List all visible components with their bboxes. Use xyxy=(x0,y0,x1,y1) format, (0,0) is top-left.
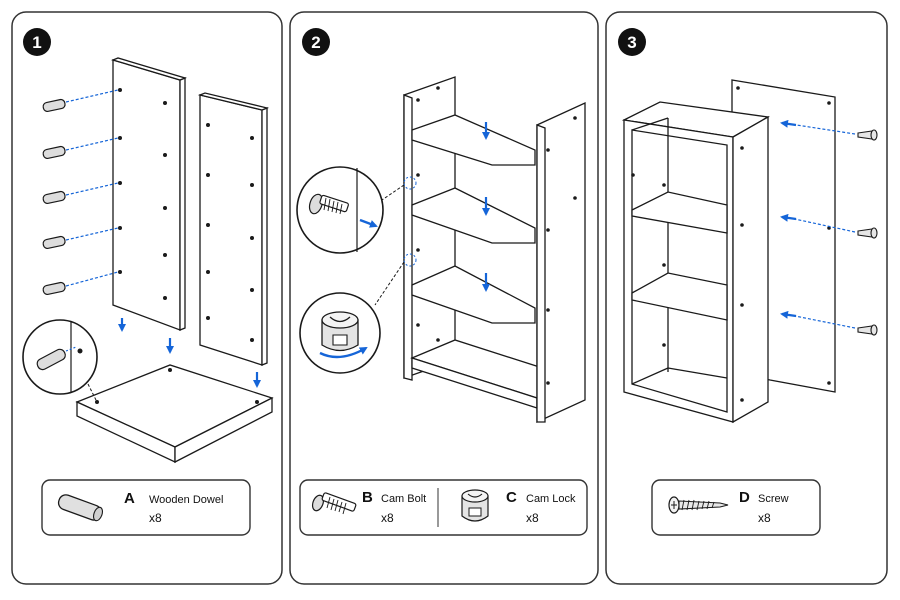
part-a-name: Wooden Dowel xyxy=(149,494,223,506)
step-1-badge: 1 xyxy=(23,28,51,56)
part-d-name: Screw xyxy=(758,493,789,505)
part-d-qty: x8 xyxy=(758,511,771,525)
bookcase-frame-step-3 xyxy=(621,101,770,424)
step-3-badge: 3 xyxy=(618,28,646,56)
bookcase-holes-step-3 xyxy=(631,146,744,402)
parts-box-d: D Screw x8 xyxy=(651,479,821,536)
step-1-number: 1 xyxy=(32,33,41,52)
cam-lock-icon xyxy=(461,489,489,522)
part-a-qty: x8 xyxy=(149,511,162,525)
side-panel-right-holes xyxy=(206,123,254,342)
cam-lock-detail xyxy=(299,292,381,374)
part-b-letter: B xyxy=(362,489,373,506)
parts-box-a: A Wooden Dowel x8 xyxy=(41,479,251,536)
side-panel-left-holes xyxy=(118,88,167,300)
step-3-panel: 3 xyxy=(605,11,888,585)
step-2-panel: 2 xyxy=(289,11,599,585)
screw-icon xyxy=(668,496,729,514)
part-b-qty: x8 xyxy=(381,511,394,525)
bookcase-frame-step-2 xyxy=(403,76,586,424)
dowel xyxy=(42,98,66,296)
step-3-number: 3 xyxy=(627,33,636,52)
step-2-badge: 2 xyxy=(302,28,330,56)
dowel-insert-detail xyxy=(22,319,98,401)
dowels-group xyxy=(42,89,119,296)
part-c-letter: C xyxy=(506,489,517,506)
part-d-letter: D xyxy=(739,489,750,506)
bookcase-holes-step-2 xyxy=(416,86,577,385)
side-panel-right xyxy=(197,92,270,366)
part-c-name: Cam Lock xyxy=(526,493,576,505)
screw xyxy=(857,129,878,336)
part-b-name: Cam Bolt xyxy=(381,493,426,505)
step-2-number: 2 xyxy=(311,33,320,52)
base-board-holes xyxy=(95,368,259,404)
part-a-letter: A xyxy=(124,490,135,507)
base-board xyxy=(75,364,274,464)
step-1-panel: 1 xyxy=(11,11,283,585)
dowel-icon xyxy=(57,494,104,522)
side-panel-left xyxy=(111,57,187,331)
screws-group xyxy=(780,119,878,336)
cam-bolt-detail xyxy=(296,166,384,254)
part-c-qty: x8 xyxy=(526,511,539,525)
parts-box-bc: B Cam Bolt x8 C Cam Lock x8 xyxy=(299,479,588,536)
cam-bolt-icon xyxy=(311,492,357,515)
down-arrows-step-1 xyxy=(118,318,261,388)
